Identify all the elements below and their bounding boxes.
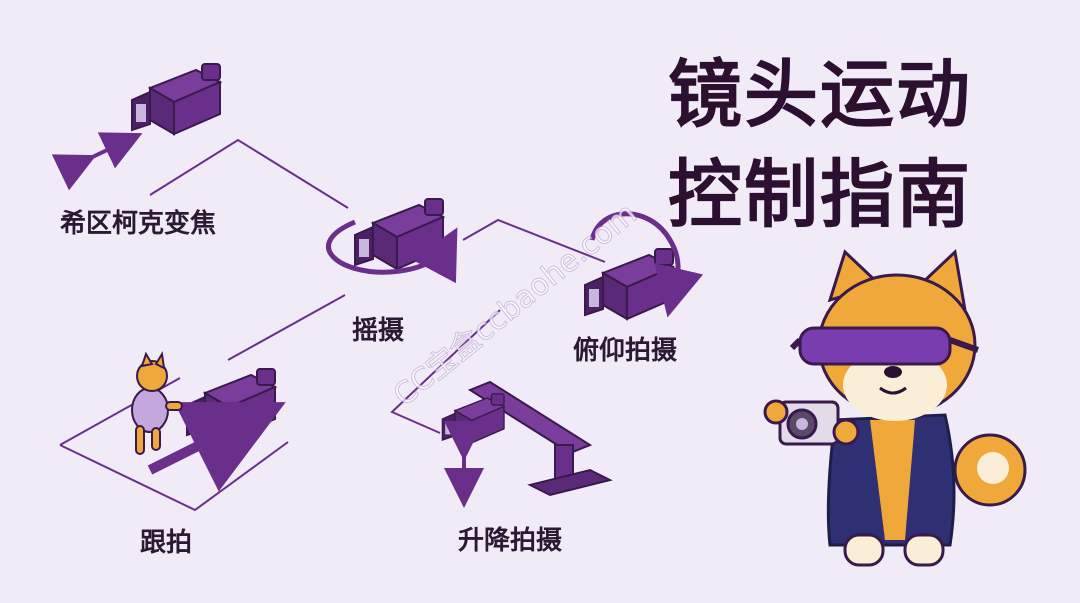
dolly-zoom-camera-icon — [131, 63, 221, 135]
pan-camera-icon — [354, 198, 444, 270]
label-crane: 升降拍摄 — [458, 526, 563, 556]
pan-arrow-icon — [326, 219, 458, 284]
dolly-zoom-arrow-icon — [51, 132, 143, 191]
label-tracking: 跟拍 — [140, 528, 193, 558]
label-tilt: 俯仰拍摄 — [573, 336, 678, 366]
title-line-2: 控制指南 — [668, 152, 972, 238]
title-line-1: 镜头运动 — [668, 52, 972, 138]
label-pan: 摇摄 — [352, 316, 405, 346]
tracking-arrow-icon — [147, 402, 286, 492]
crane-camera-icon — [441, 393, 505, 444]
label-dolly-zoom: 希区柯克变焦 — [60, 209, 217, 239]
floor-path — [59, 138, 606, 512]
walking-dog-icon — [131, 351, 183, 455]
shiba-mascot-icon — [763, 248, 1027, 567]
tilt-arrow-icon — [589, 211, 704, 318]
